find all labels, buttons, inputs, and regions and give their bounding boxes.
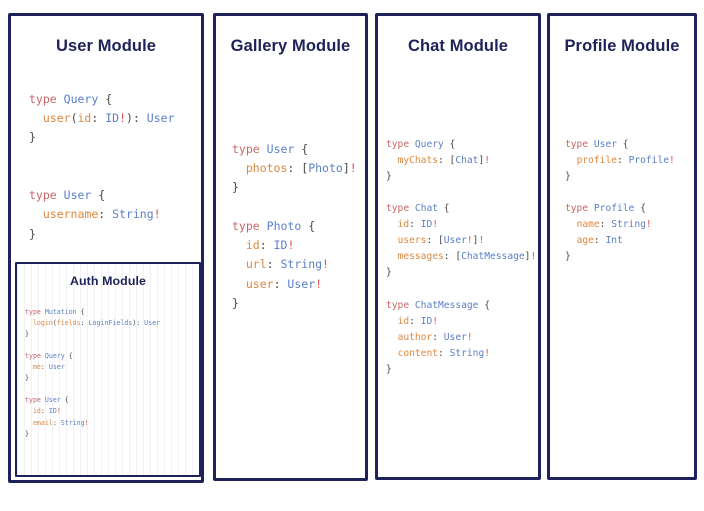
- panel-title-profile-module: Profile Module: [564, 37, 680, 55]
- panel-title-auth-module: Auth Module: [69, 274, 147, 288]
- code-block-profile-module: type User { profile: Profile! } type Pro…: [565, 138, 675, 263]
- panel-gallery-module[interactable]: Gallery Module type User { photos: [Phot…: [213, 13, 368, 481]
- code-block-user-module: type Query { user(id: ID!): User } type …: [29, 91, 175, 241]
- code-block-auth-module: type Mutation { login(fields: LoginField…: [25, 307, 161, 438]
- code-block-chat-module: type Query { myChats: [Chat]! } type Cha…: [386, 138, 537, 375]
- panel-user-module[interactable]: User Module type Query { user(id: ID!): …: [8, 13, 204, 483]
- panel-profile-module[interactable]: Profile Module type User { profile: Prof…: [547, 13, 697, 480]
- panel-title-chat-module: Chat Module: [407, 37, 509, 55]
- panel-title-gallery-module: Gallery Module: [230, 37, 351, 55]
- panel-chat-module[interactable]: Chat Module type Query { myChats: [Chat]…: [375, 13, 541, 480]
- panel-auth-module[interactable]: Auth Module type Mutation { login(fields…: [15, 262, 201, 477]
- code-block-gallery-module: type User { photos: [Photo]! } type Phot…: [232, 141, 357, 310]
- panel-title-user-module: User Module: [55, 37, 157, 55]
